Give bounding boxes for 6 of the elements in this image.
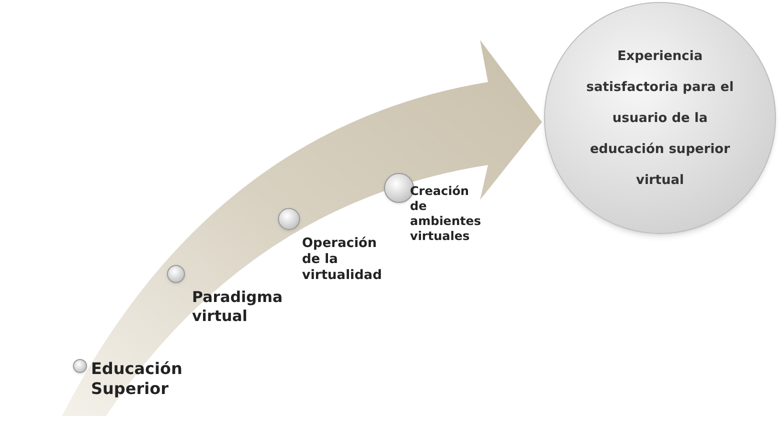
outcome-text: Experiencia satisfactoria para el usuario de la educación superior virtual — [585, 48, 735, 190]
curved-arrow — [62, 40, 542, 416]
step-label: Educación Superior — [91, 359, 184, 399]
step-label: Paradigma virtual — [192, 288, 282, 326]
step-label: Operación de la virtualidad — [302, 236, 383, 284]
step-label: Creación de ambientes virtuales — [410, 184, 480, 244]
